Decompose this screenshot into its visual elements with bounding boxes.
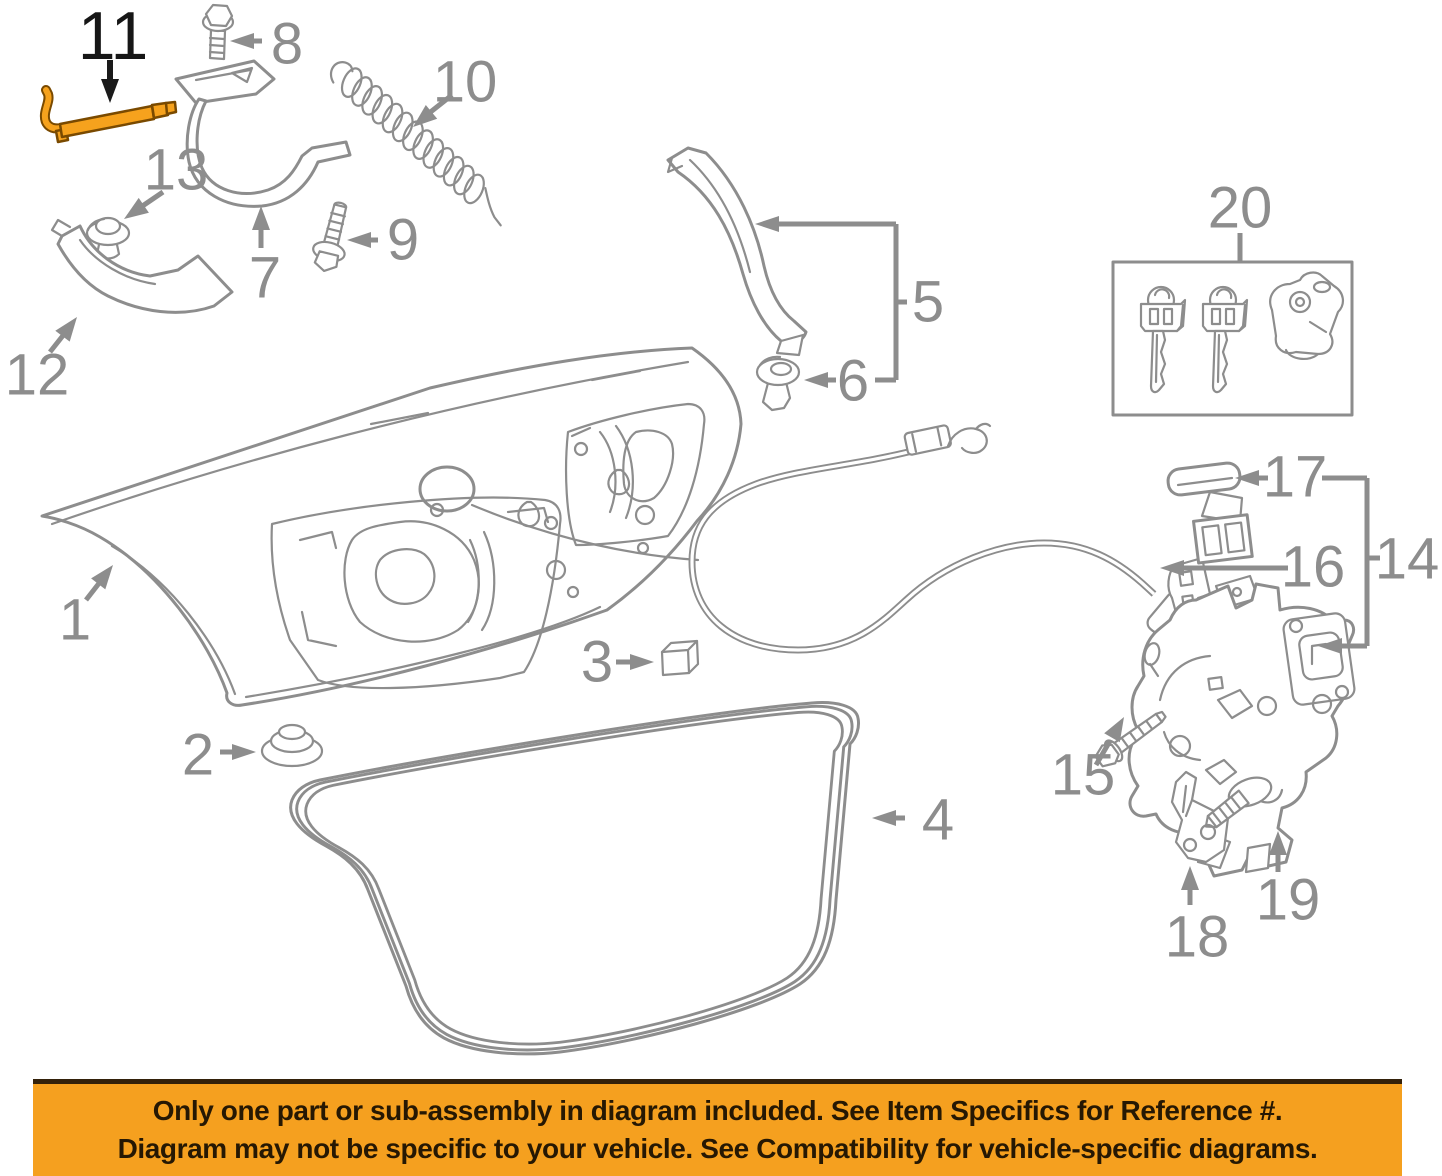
part-5-trim-strip-drawing	[666, 146, 808, 357]
label-part-8: 8	[271, 12, 303, 77]
label-part-5: 5	[912, 270, 944, 335]
caption-line-2: Diagram may not be specific to your vehi…	[117, 1133, 1318, 1164]
label-part-10: 10	[433, 50, 498, 115]
part-9-bolt-drawing	[312, 201, 348, 273]
leader-lines	[48, 33, 1380, 905]
label-part-17: 17	[1263, 445, 1328, 510]
label-part-6: 6	[837, 349, 869, 414]
part-17-release-handle-drawing	[1166, 461, 1254, 565]
label-part-20: 20	[1208, 176, 1273, 241]
part-19-screw-drawing	[1204, 776, 1273, 829]
label-part-14: 14	[1375, 527, 1440, 592]
label-part-15: 15	[1051, 743, 1116, 808]
label-part-3: 3	[581, 630, 613, 695]
label-part-4: 4	[922, 788, 954, 853]
label-part-16: 16	[1281, 535, 1346, 600]
part-2-grommet-drawing	[260, 723, 324, 768]
part-12-hinge-arm-drawing	[50, 218, 234, 314]
label-part-18: 18	[1165, 905, 1230, 970]
part-7-hinge-arm-drawing	[174, 59, 352, 208]
part-1-trunk-lid-drawing	[40, 346, 743, 707]
part-20-lock-set-box-drawing	[1111, 260, 1354, 417]
part-11-torsion-bar-highlighted-drawing	[39, 85, 178, 144]
part-6-clip-drawing	[755, 355, 801, 412]
label-part-11-highlighted: 11	[78, 0, 149, 74]
part-4-weatherstrip-drawing	[289, 701, 861, 1056]
label-part-7: 7	[249, 246, 281, 311]
lock-cylinder-drawing	[1269, 271, 1344, 360]
label-part-2: 2	[182, 723, 214, 788]
caption-banner: Only one part or sub-assembly in diagram…	[33, 1079, 1402, 1176]
label-part-12: 12	[5, 343, 70, 408]
part-16-release-cable-drawing	[688, 422, 1186, 654]
label-part-19: 19	[1256, 868, 1321, 933]
part-10-torsion-spring-drawing	[329, 61, 502, 227]
caption-line-1: Only one part or sub-assembly in diagram…	[152, 1095, 1283, 1126]
part-number-labels: 1 2 3 4 5 6 7 8 9 10 11 12 13 14 15 16 1…	[5, 0, 1440, 970]
label-part-13: 13	[144, 138, 209, 203]
label-part-1: 1	[59, 588, 91, 653]
part-3-cushion-drawing	[660, 639, 700, 677]
part-18-striker-bracket-drawing	[1170, 770, 1230, 864]
part-8-bolt-drawing	[201, 3, 235, 61]
label-part-9: 9	[387, 208, 419, 273]
